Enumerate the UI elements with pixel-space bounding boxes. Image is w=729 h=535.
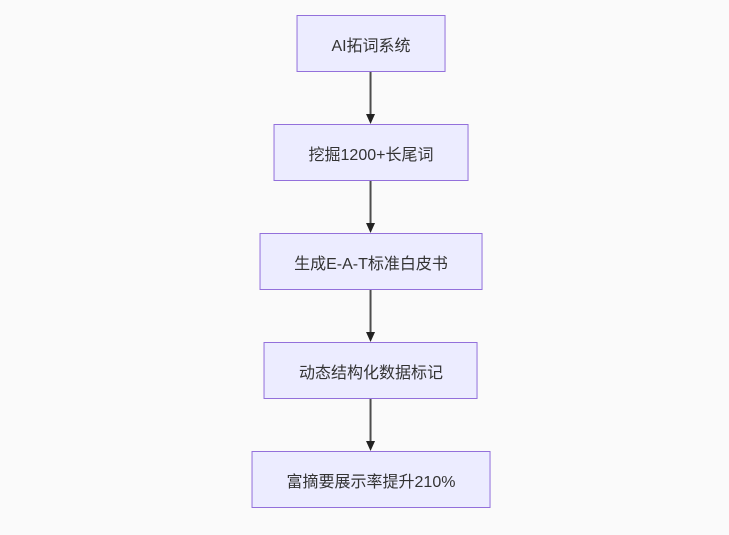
flow-node-label: 富摘要展示率提升210% <box>286 473 456 491</box>
flow-node-c: 生成E-A-T标准白皮书 <box>259 233 483 290</box>
flow-arrow-down-icon <box>366 181 376 233</box>
flow-node-label: AI拓词系统 <box>331 37 411 55</box>
flowchart: AI拓词系统 挖掘1200+长尾词 生成E-A-T标准白皮书 动态结构化数据标记… <box>251 15 491 508</box>
flow-node-d: 动态结构化数据标记 <box>263 342 478 399</box>
flow-arrow-down-icon <box>366 399 376 451</box>
flow-arrow-down-icon <box>366 290 376 342</box>
flow-node-label: 生成E-A-T标准白皮书 <box>294 255 448 273</box>
flow-node-label: 动态结构化数据标记 <box>298 364 443 382</box>
flow-node-a: AI拓词系统 <box>296 15 446 72</box>
flow-node-e: 富摘要展示率提升210% <box>251 451 491 508</box>
flow-node-b: 挖掘1200+长尾词 <box>273 124 469 181</box>
flow-node-label: 挖掘1200+长尾词 <box>308 146 434 164</box>
flow-arrow-down-icon <box>366 72 376 124</box>
